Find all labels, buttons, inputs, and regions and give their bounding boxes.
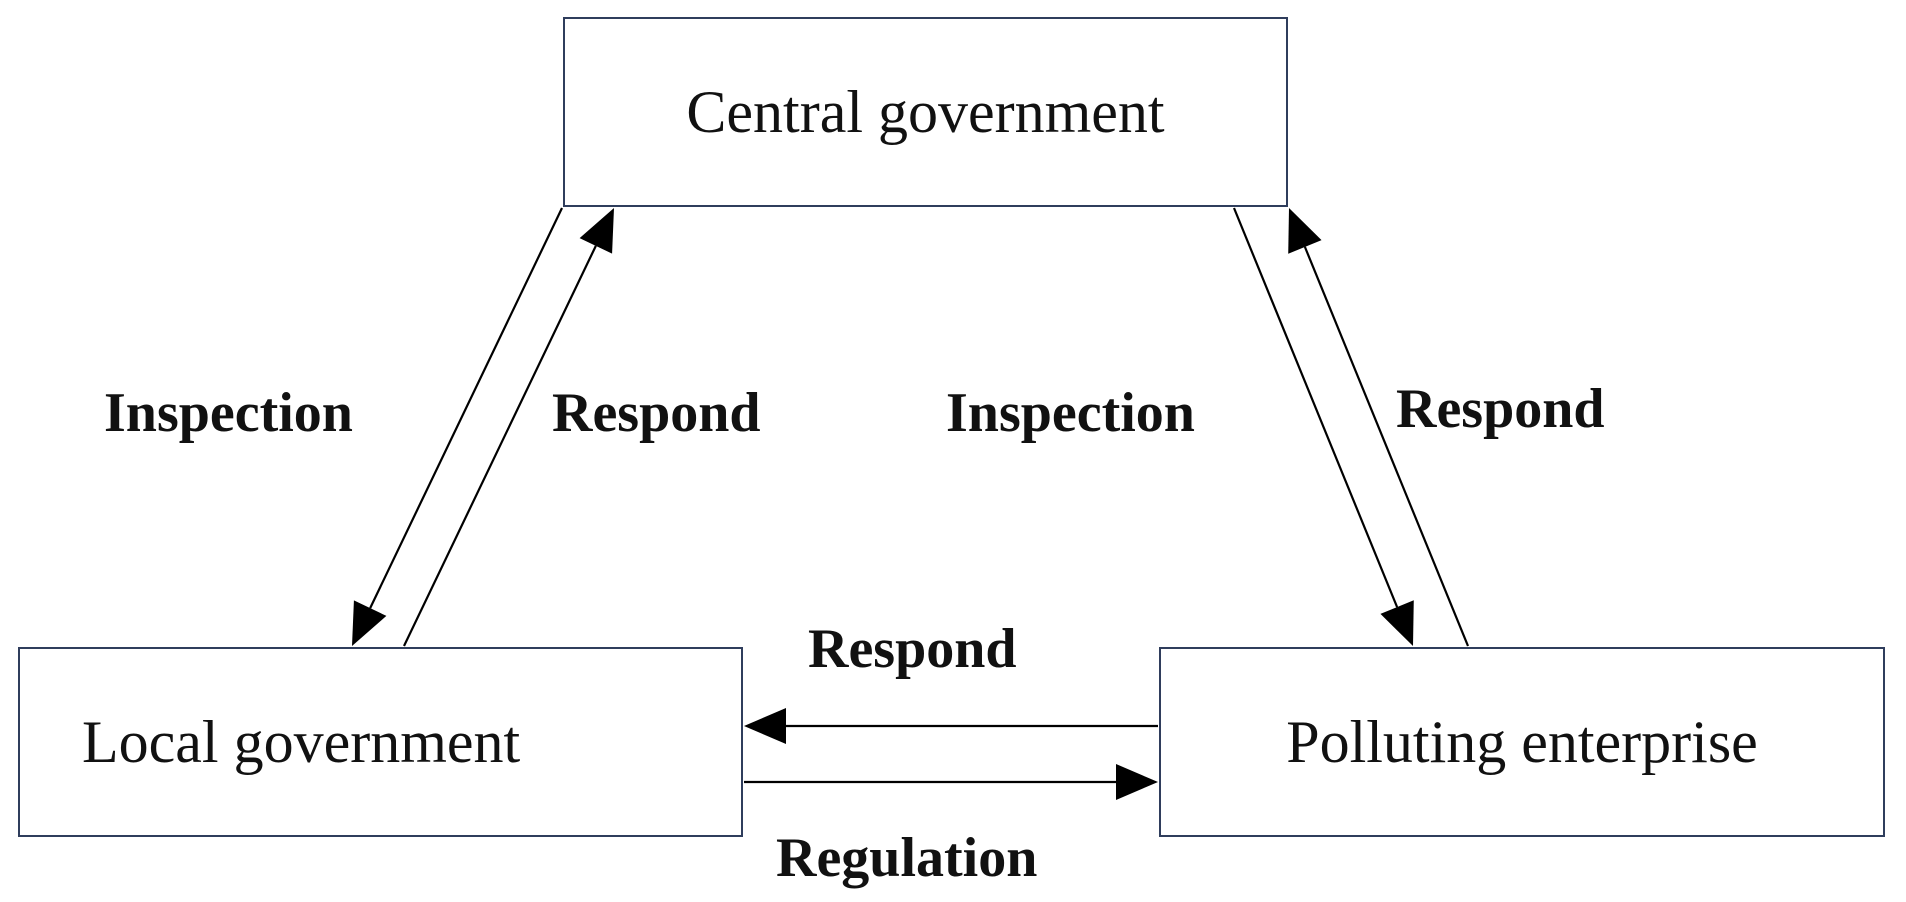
local-government-label: Local government xyxy=(82,708,521,775)
arrow-local-to-polluting-head xyxy=(1116,764,1158,800)
arrow-central-to-local-head xyxy=(352,600,387,646)
edge-label-local-to-polluting: Regulation xyxy=(776,827,1038,889)
arrow-local-to-central-line xyxy=(403,245,597,647)
arrow-central-to-polluting-line xyxy=(1232,207,1399,608)
edge-label-central-to-polluting: Inspection xyxy=(946,382,1195,444)
edge-label-polluting-to-local: Respond xyxy=(808,618,1017,680)
edge-label-local-to-central: Respond xyxy=(552,382,761,444)
edge-label-polluting-to-central: Respond xyxy=(1396,378,1605,440)
local-government-box: Local government xyxy=(18,647,743,837)
arrow-local-to-central-head xyxy=(579,208,614,254)
edge-label-central-to-local: Inspection xyxy=(104,382,353,444)
arrow-polluting-to-central-line xyxy=(1303,246,1470,647)
polluting-enterprise-label: Polluting enterprise xyxy=(1286,708,1758,775)
central-government-label: Central government xyxy=(686,78,1165,145)
arrow-polluting-to-central-head xyxy=(1288,208,1322,254)
central-government-box: Central government xyxy=(563,17,1288,207)
arrow-central-to-polluting-head xyxy=(1380,600,1414,646)
arrow-polluting-to-local-head xyxy=(744,708,786,744)
polluting-enterprise-box: Polluting enterprise xyxy=(1159,647,1885,837)
arrow-central-to-local-line xyxy=(369,207,563,609)
